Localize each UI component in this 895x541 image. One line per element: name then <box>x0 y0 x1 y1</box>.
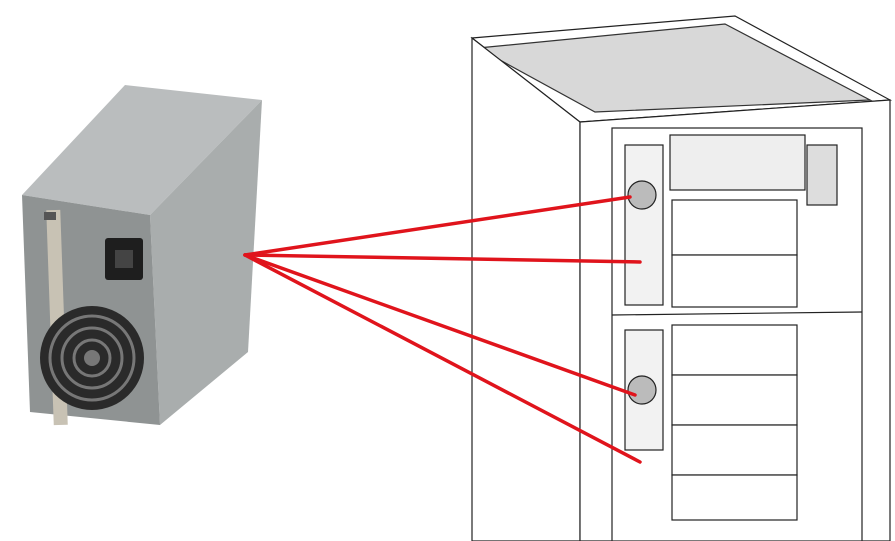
connector-lines <box>243 195 642 464</box>
lower-fan-icon <box>627 375 657 405</box>
connector-line-upper-bay <box>243 253 642 264</box>
lower-module-2 <box>671 374 798 426</box>
upper-fan-icon <box>627 180 657 210</box>
power-supply-unit <box>22 85 262 426</box>
upper-module-1 <box>671 199 798 256</box>
connector-line-lower-psu <box>243 253 637 397</box>
connector-line-lower-bay <box>243 253 642 464</box>
server-cabinet <box>470 15 893 541</box>
cabinet-side <box>471 36 581 541</box>
cabinet-top-vent <box>476 23 873 113</box>
lower-module-1 <box>671 324 798 376</box>
lower-module-4 <box>671 474 798 521</box>
upper-psu-slot <box>624 144 664 306</box>
psu-top-face <box>22 85 262 215</box>
upper-module-2 <box>671 254 798 308</box>
connector-line-upper-psu <box>243 195 632 257</box>
fan-grille-icon <box>40 306 144 410</box>
lower-module-3 <box>671 424 798 476</box>
psu-side-face <box>150 100 262 425</box>
